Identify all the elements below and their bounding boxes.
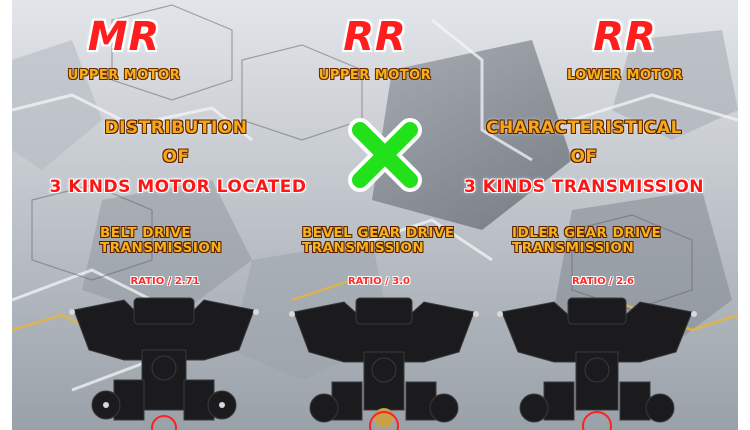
transmission-label-belt-line1: BELT DRIVE [100,225,192,241]
gearbox-image-bevel [289,297,479,430]
right-heading-line1: CHARACTERISTICAL [486,118,682,138]
transmission-label-idler-line2: TRANSMISSION [512,240,635,256]
gearbox-image-idler [497,297,697,430]
gearbox-image-belt [69,297,259,430]
motor-subtitle-rr-lower: LOWER MOTOR [566,68,684,83]
right-heading-line3: 3 KINDS TRANSMISSION [463,177,705,197]
transmission-label-bevel: BEVEL GEAR DRIVE TRANSMISSION [302,226,455,256]
motor-subtitle-mr: UPPER MOTOR [67,68,181,83]
transmission-label-belt: BELT DRIVE TRANSMISSION [100,226,222,256]
transmission-label-idler: IDLER GEAR DRIVE TRANSMISSION [512,226,661,256]
right-heading-line2: OF [570,147,598,167]
motor-title-rr-lower: RR [593,14,657,60]
transmission-label-belt-line2: TRANSMISSION [100,240,223,256]
ratio-belt: RATIO / 2.71 [130,276,200,287]
left-heading-line1: DISTRIBUTION [104,118,248,138]
motor-title-rr-upper: RR [343,14,407,60]
left-heading-line3: 3 KINDS MOTOR LOCATED [49,177,307,197]
transmission-label-bevel-line2: TRANSMISSION [302,240,425,256]
green-x-icon [348,118,422,192]
transmission-label-idler-line1: IDLER GEAR DRIVE [512,225,662,241]
motor-title-mr: MR [87,14,161,60]
ratio-idler: RATIO / 2.6 [571,276,635,287]
left-heading-line2: OF [162,147,190,167]
motor-subtitle-rr-upper: UPPER MOTOR [318,68,432,83]
ratio-bevel: RATIO / 3.0 [347,276,411,287]
transmission-label-bevel-line1: BEVEL GEAR DRIVE [302,225,455,241]
poster: MR UPPER MOTOR RR UPPER MOTOR RR LOWER M… [12,0,738,430]
